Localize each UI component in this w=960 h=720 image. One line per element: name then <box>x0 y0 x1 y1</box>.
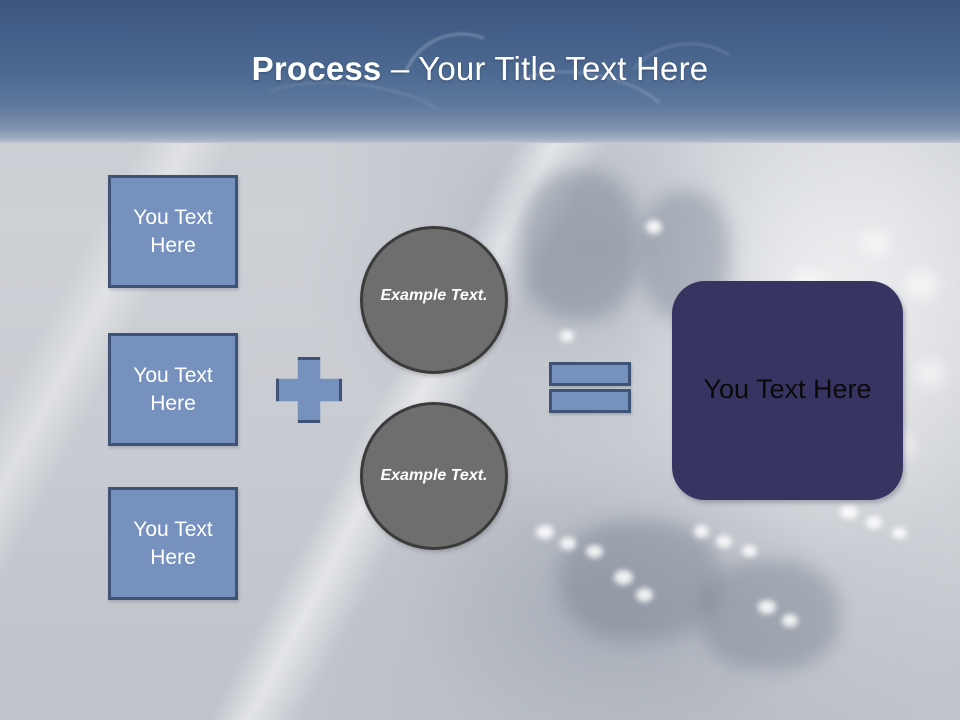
input-box-1-label: You Text Here <box>133 205 213 257</box>
example-circle-2-label: Example Text. <box>380 467 488 484</box>
result-box[interactable]: You Text Here <box>672 281 903 500</box>
equals-operator-icon-bottom-bar <box>549 389 631 413</box>
input-box-2[interactable]: You Text Here <box>108 333 238 446</box>
result-box-label: You Text Here <box>703 373 872 404</box>
slide-title: Process – Your Title Text Here <box>0 49 960 89</box>
input-box-1[interactable]: You Text Here <box>108 175 238 288</box>
slide-header-band <box>0 0 960 143</box>
example-circle-1[interactable]: Example Text. <box>360 226 508 374</box>
input-box-3-label: You Text Here <box>133 517 213 569</box>
input-box-2-label: You Text Here <box>133 363 213 415</box>
equals-operator-icon-top-bar <box>549 362 631 386</box>
slide-title-bold: Process <box>251 50 382 87</box>
example-circle-2[interactable]: Example Text. <box>360 402 508 550</box>
slide-title-rest: – Your Title Text Here <box>381 50 709 87</box>
input-box-3[interactable]: You Text Here <box>108 487 238 600</box>
example-circle-1-label: Example Text. <box>380 287 488 304</box>
